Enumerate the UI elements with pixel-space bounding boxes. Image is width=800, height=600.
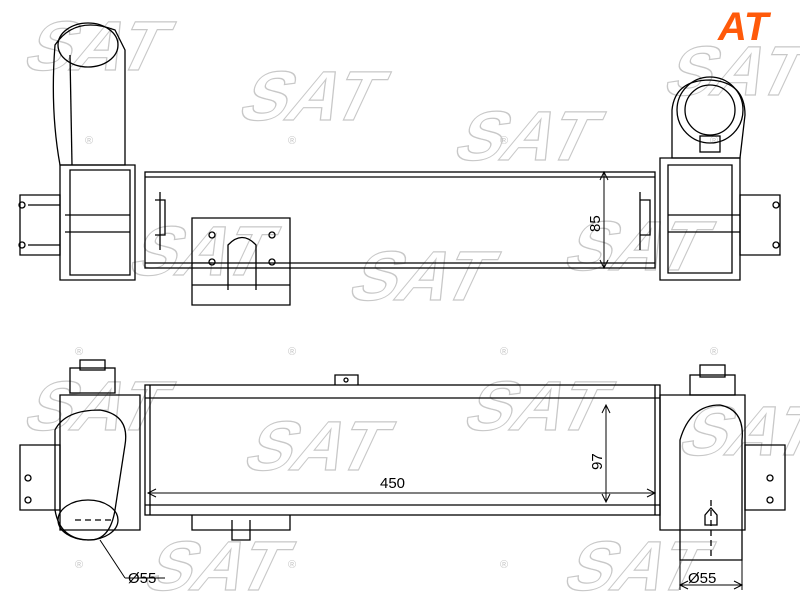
- left-cap-bottom: [69, 367, 116, 394]
- dimension-diameter-right: Ø55: [688, 570, 716, 587]
- watermark-text: SAT: [118, 211, 290, 290]
- right-outlet-opening: [676, 76, 744, 144]
- watermark-text: SAT: [228, 56, 400, 135]
- watermark-text: SAT: [338, 236, 510, 315]
- right-outlet-pipe-top: [671, 79, 746, 159]
- left-inlet-opening: [57, 22, 119, 68]
- watermark-registered: ®: [500, 346, 508, 358]
- left-bracket-bottom: [19, 444, 61, 511]
- watermark-text: SAT: [13, 366, 185, 445]
- watermark-text: SAT: [553, 526, 725, 600]
- mounting-plate: [191, 217, 291, 306]
- watermark-registered: ®: [75, 559, 83, 571]
- watermark-text: SAT: [133, 526, 305, 600]
- left-bracket-top: [19, 194, 61, 256]
- top-view: [18, 22, 781, 306]
- left-outlet-opening-bottom: [57, 499, 119, 541]
- watermark-registered: ®: [288, 346, 296, 358]
- watermark-registered: ®: [710, 135, 718, 147]
- brand-logo-text: AT: [717, 5, 772, 49]
- dimension-diameter-left: Ø55: [128, 570, 156, 587]
- watermark-registered: ®: [500, 135, 508, 147]
- right-bracket-bottom: [744, 444, 786, 511]
- right-outlet-pipe-bottom: [679, 404, 743, 561]
- bottom-bracket: [191, 515, 291, 531]
- dimension-height-bottom: 97: [589, 453, 606, 470]
- watermark-registered: ®: [288, 135, 296, 147]
- left-inlet-pipe-top: [52, 24, 126, 166]
- brand-logo: AT: [717, 5, 772, 49]
- watermark-text: SAT: [13, 6, 185, 85]
- left-inlet-pipe-bottom: [54, 409, 127, 541]
- watermark-registered: ®: [288, 559, 296, 571]
- right-bracket-top: [739, 194, 781, 256]
- bottom-view: [19, 359, 786, 590]
- dimension-height-top: 85: [587, 215, 604, 232]
- dimension-length: 450: [380, 475, 405, 492]
- watermark-registered: ®: [75, 346, 83, 358]
- dim-leader-left: [99, 539, 126, 579]
- watermark-registered: ®: [85, 135, 93, 147]
- watermark-text: SAT: [453, 366, 625, 445]
- top-tab: [334, 374, 359, 385]
- watermark-text: SAT: [668, 391, 800, 470]
- left-tank-top: [59, 164, 136, 281]
- watermark-registered: ®: [710, 346, 718, 358]
- watermark-registered: ®: [500, 559, 508, 571]
- watermark-text: SAT: [233, 406, 405, 485]
- watermark-text: SAT: [443, 96, 615, 175]
- watermark-layer: SAT SAT SAT SAT SAT SAT SAT SAT SAT SAT: [12, 6, 800, 600]
- core-body-top: [144, 171, 656, 269]
- right-cap-bottom: [689, 374, 736, 396]
